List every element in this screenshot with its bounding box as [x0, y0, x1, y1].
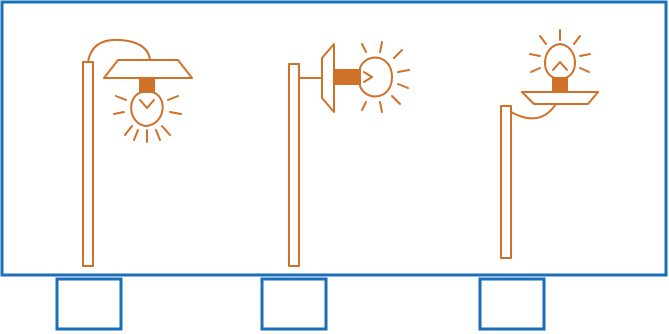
- light-rays: [362, 42, 409, 112]
- lamp-shade: [322, 44, 334, 112]
- lamp-arm: [88, 40, 150, 62]
- light-bulb: [131, 92, 163, 126]
- lamp-pole: [501, 106, 511, 258]
- lamp-shade: [104, 60, 192, 78]
- lamp-pole: [83, 62, 93, 266]
- lamp-pendant-under-shade: [83, 40, 192, 266]
- answer-box-2[interactable]: [262, 279, 326, 329]
- lamp-shade: [522, 92, 598, 104]
- lamp-pole: [289, 64, 299, 266]
- answer-box-3[interactable]: [480, 279, 544, 329]
- answer-box-1[interactable]: [57, 279, 121, 329]
- lamp-bowl-upward: [501, 30, 598, 258]
- lamp-arm: [511, 104, 556, 118]
- lamp-socket: [553, 78, 567, 92]
- light-bulb: [360, 58, 392, 97]
- light-rays: [530, 30, 590, 72]
- lamp-wall-side-shade: [289, 42, 409, 266]
- lamp-socket: [140, 78, 154, 92]
- light-rays: [114, 96, 181, 142]
- lamp-socket: [334, 70, 360, 84]
